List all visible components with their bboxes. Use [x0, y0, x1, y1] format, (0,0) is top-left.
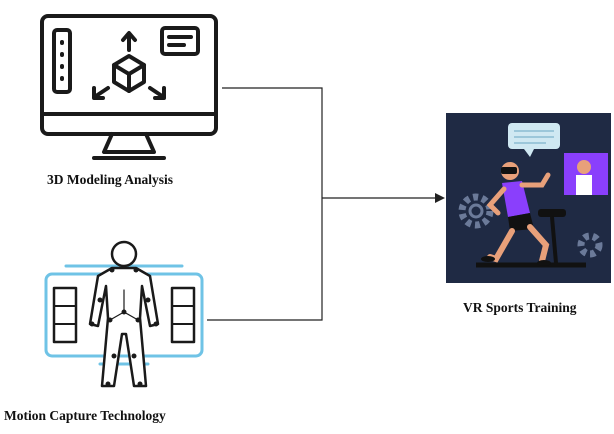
- vr-sports-training-illustration: [446, 113, 611, 283]
- computer-3d-modeling-icon: [40, 14, 218, 160]
- connector-motion: [207, 198, 323, 321]
- arrowhead: [435, 193, 445, 203]
- label-motion-capture: Motion Capture Technology: [4, 408, 166, 423]
- motion-capture-body-icon: [44, 240, 204, 388]
- connector-modeling: [222, 87, 323, 198]
- label-3d-modeling: 3D Modeling Analysis: [47, 172, 174, 187]
- label-vr-training: VR Sports Training: [463, 300, 577, 315]
